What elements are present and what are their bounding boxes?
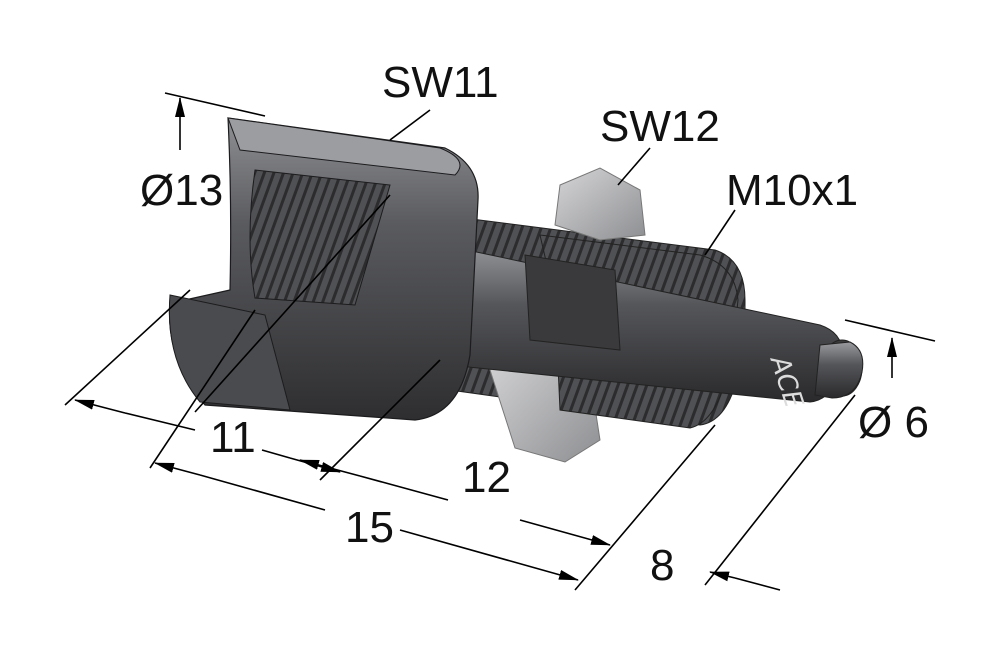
top-flat xyxy=(227,117,461,176)
label-sw11: SW11 xyxy=(382,58,499,107)
hex-nut xyxy=(554,167,646,241)
dimension-lines xyxy=(64,92,936,591)
label-diameter-6: Ø 6 xyxy=(858,398,929,447)
label-length-11: 11 xyxy=(210,413,256,462)
label-length-15: 15 xyxy=(345,503,394,552)
lower-wall xyxy=(168,294,291,411)
label-length-12: 12 xyxy=(462,453,511,502)
internal-thread-bore xyxy=(249,169,391,306)
rod-tip xyxy=(814,341,864,399)
label-diameter-13: Ø13 xyxy=(140,166,223,215)
shaft-collar xyxy=(524,254,621,351)
label-length-8: 8 xyxy=(650,541,674,590)
label-sw12: SW12 xyxy=(600,102,720,151)
label-thread: M10x1 xyxy=(726,166,858,215)
